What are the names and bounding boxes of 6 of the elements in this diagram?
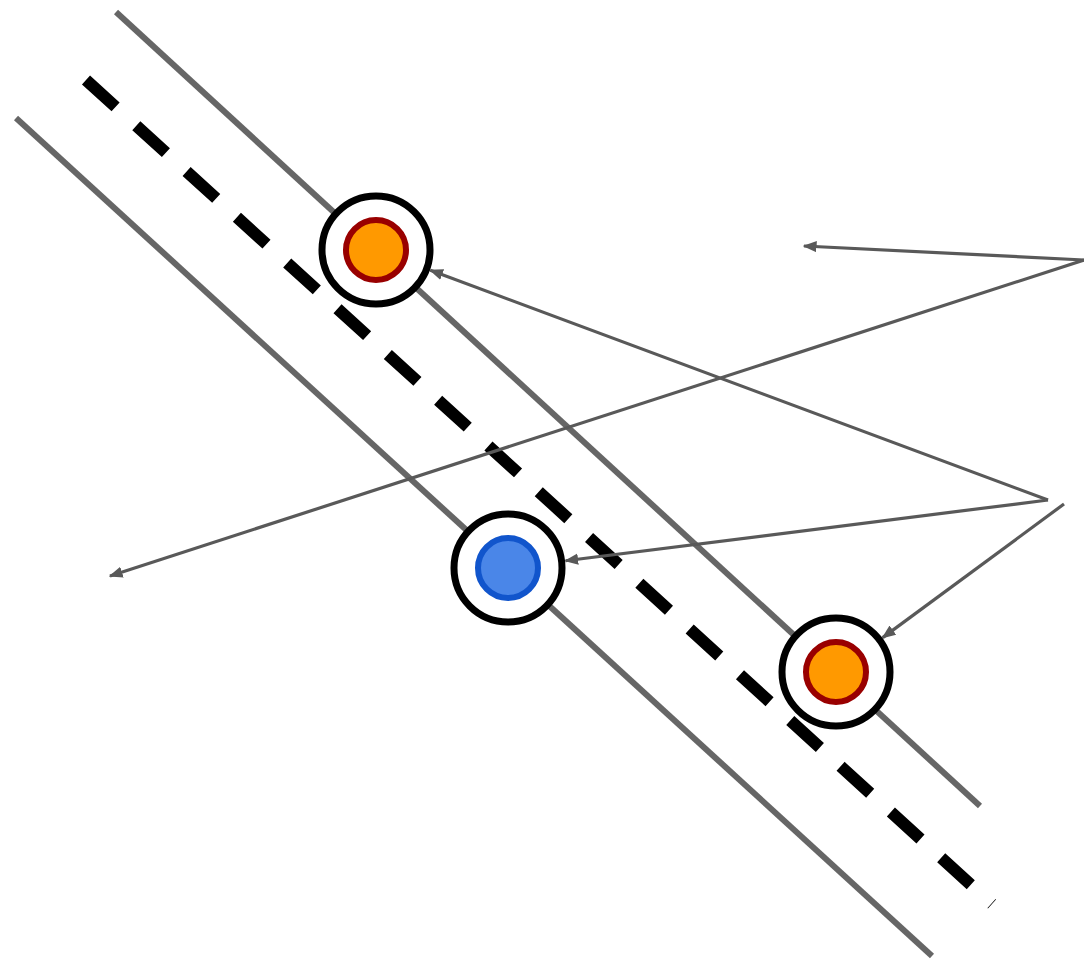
arrow bbox=[564, 498, 1049, 565]
arrow bbox=[881, 502, 1065, 639]
ringed-point-marker bbox=[318, 192, 434, 308]
ringed-point-marker bbox=[778, 614, 894, 730]
arrow bbox=[429, 268, 1049, 502]
ringed-point-marker bbox=[450, 510, 566, 626]
